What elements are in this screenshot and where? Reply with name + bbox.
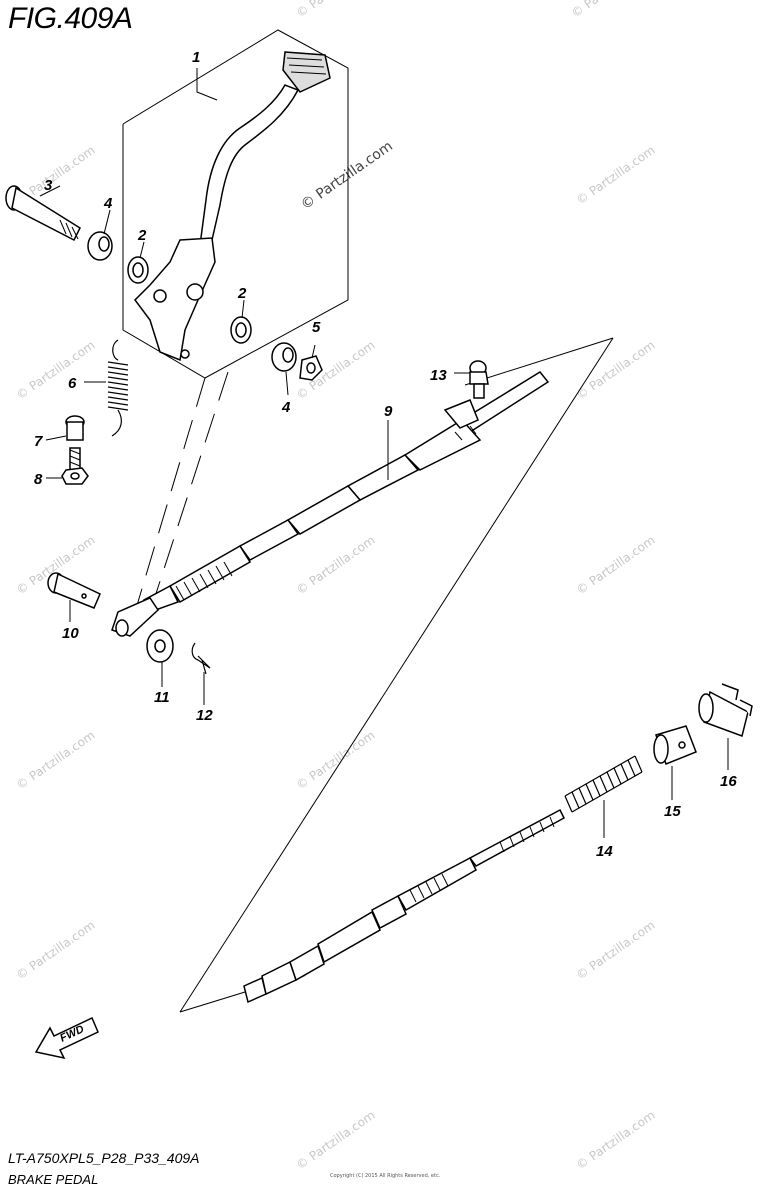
- watermark: © Partzilla.com: [574, 918, 658, 983]
- pivot-bolt[interactable]: [5, 185, 81, 242]
- callout: 16: [720, 773, 737, 790]
- brake-pedal[interactable]: [134, 51, 331, 362]
- callout: 4: [103, 195, 113, 212]
- return-spring[interactable]: [107, 339, 129, 437]
- washer[interactable]: [271, 342, 297, 372]
- callout: 9: [384, 403, 393, 420]
- watermark: © Partzilla.com: [294, 1108, 378, 1173]
- callouts: 1 2 2 3 4 4 5 6 7 8 9 10 11 12 13 14 15 …: [34, 49, 737, 860]
- bolt[interactable]: [469, 360, 489, 399]
- callout: 13: [430, 367, 447, 384]
- bushing[interactable]: [230, 316, 252, 344]
- callout: 8: [34, 471, 43, 488]
- nut[interactable]: [299, 355, 323, 381]
- cotter-pin[interactable]: [191, 642, 211, 675]
- washer[interactable]: [87, 231, 113, 261]
- rear-cable[interactable]: [243, 808, 565, 1004]
- washer[interactable]: [146, 629, 174, 663]
- callout: 15: [664, 803, 681, 820]
- watermark: © Partzilla.com: [574, 338, 658, 403]
- callout: 11: [154, 689, 170, 706]
- watermark-main: © Partzilla.com: [298, 138, 396, 213]
- callout: 7: [34, 433, 43, 450]
- leader-lines: [39, 68, 729, 838]
- cable-end-pin[interactable]: [698, 683, 753, 737]
- callout: 2: [137, 227, 147, 244]
- watermark: © Partzilla.com: [294, 728, 378, 793]
- watermark: © Partzilla.com: [294, 0, 378, 20]
- watermark: © Partzilla.com: [569, 0, 653, 20]
- model-code: LT-A750XPL5_P28_P33_409A: [8, 1150, 200, 1166]
- watermark: © Partzilla.com: [14, 728, 98, 793]
- fwd-arrow-icon: FWD: [34, 1016, 99, 1060]
- watermark: © Partzilla.com: [294, 533, 378, 598]
- figure-title: FIG.409A: [8, 2, 133, 35]
- pedal-assembly-outline: [122, 29, 349, 613]
- callout: 4: [281, 399, 291, 416]
- callout: 5: [312, 319, 321, 336]
- watermark: © Partzilla.com: [574, 1108, 658, 1173]
- cable-spring[interactable]: [564, 755, 643, 813]
- bushing[interactable]: [127, 256, 149, 284]
- callout: 1: [192, 49, 200, 66]
- diagram-name: BRAKE PEDAL: [8, 1172, 99, 1187]
- callout: 6: [68, 375, 77, 392]
- callout: 2: [237, 285, 247, 302]
- callout: 12: [196, 707, 213, 724]
- clevis-pin[interactable]: [47, 572, 101, 609]
- watermark: © Partzilla.com: [14, 918, 98, 983]
- watermark: © Partzilla.com: [14, 338, 98, 403]
- nut[interactable]: [61, 467, 89, 485]
- cable-outline: [179, 337, 614, 1013]
- copyright-note: Copyright (C) 2015 All Rights Reserved, …: [330, 1173, 441, 1179]
- callout: 3: [44, 177, 53, 194]
- cable-joint[interactable]: [653, 725, 697, 765]
- bolt[interactable]: [65, 415, 85, 471]
- watermark-group: © Partzilla.com © Partzilla.com © Partzi…: [14, 0, 658, 1172]
- brake-cable[interactable]: [143, 371, 550, 613]
- cable-clevis[interactable]: [111, 597, 159, 637]
- callout: 10: [62, 625, 79, 642]
- watermark: © Partzilla.com: [574, 143, 658, 208]
- watermark: © Partzilla.com: [574, 533, 658, 598]
- callout: 14: [596, 843, 613, 860]
